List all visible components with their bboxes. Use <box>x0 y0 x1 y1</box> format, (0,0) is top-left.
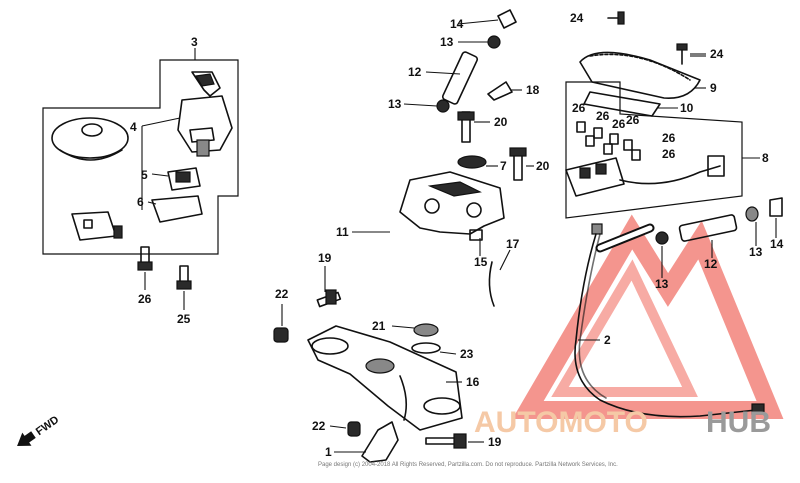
bolt-25-right <box>176 265 192 290</box>
clip-18 <box>487 81 513 101</box>
copyright-footer: Page design (c) 2004-2018 All Rights Res… <box>318 462 618 468</box>
callout-13-mid: 13 <box>388 97 402 111</box>
callout-26-b: 26 <box>596 109 610 123</box>
bolt-19-lower <box>425 433 467 449</box>
fwd-arrow: FWD <box>17 414 61 447</box>
callout-10: 10 <box>680 101 694 115</box>
watermark-word-right: HUB <box>706 406 771 439</box>
callout-21: 21 <box>372 319 386 333</box>
watermark-word-left: AUTOMOTO <box>474 406 648 439</box>
fork-top-bridge <box>307 325 463 431</box>
nut-22-upper <box>273 327 289 343</box>
callout-4: 4 <box>130 120 137 134</box>
callout-1: 1 <box>325 445 332 459</box>
callout-26-a: 26 <box>572 101 586 115</box>
bolt-20-right <box>509 147 527 181</box>
callout-24-right: 24 <box>710 47 724 61</box>
callout-12-left: 12 <box>408 65 422 79</box>
nut-22-lower <box>347 421 361 437</box>
screw-24-top <box>607 11 625 25</box>
callout-22-upper: 22 <box>275 287 289 301</box>
callout-15: 15 <box>474 255 488 269</box>
callout-7: 7 <box>500 159 507 173</box>
bolt-25-left <box>137 246 153 271</box>
callout-23: 23 <box>460 347 474 361</box>
screw-24-right <box>676 43 688 65</box>
callout-8: 8 <box>762 151 769 165</box>
bracket-1 <box>361 421 399 463</box>
callout-14-right: 14 <box>770 237 784 251</box>
callout-13-right-b: 13 <box>749 245 763 259</box>
bolt-19-upper <box>316 289 342 308</box>
callout-18: 18 <box>526 83 540 97</box>
callout-20-upper: 20 <box>494 115 508 129</box>
callout-13-right-a: 13 <box>655 277 669 291</box>
watermark-text: AUTOMOTO HUB <box>474 406 771 439</box>
left-grip <box>436 9 517 113</box>
handlebar <box>385 121 655 325</box>
washer-23 <box>411 342 441 354</box>
callout-5: 5 <box>141 168 148 182</box>
switch-housing-group <box>565 51 743 219</box>
callout-24-top: 24 <box>570 11 584 25</box>
callout-14-top: 14 <box>450 17 464 31</box>
callout-19-lower: 19 <box>488 435 502 449</box>
clamp-17 <box>488 261 495 307</box>
callout-13-top: 13 <box>440 35 454 49</box>
callout-26-c: 26 <box>612 117 626 131</box>
callout-20-right: 20 <box>536 159 550 173</box>
ignition-switch-group <box>42 48 239 255</box>
bolt-20-upper <box>457 111 475 143</box>
callout-17: 17 <box>506 237 520 251</box>
callout-16: 16 <box>466 375 480 389</box>
callout-25: 25 <box>177 312 191 326</box>
watermark-logo <box>512 214 784 419</box>
callout-6: 6 <box>137 195 144 209</box>
callout-26-d: 26 <box>662 131 676 145</box>
callout-12-right: 12 <box>704 257 718 271</box>
callout-22-lower: 22 <box>312 419 326 433</box>
callout-19-upper: 19 <box>318 251 332 265</box>
callout-9: 9 <box>710 81 717 95</box>
right-grip <box>655 197 783 245</box>
callout-26-e: 26 <box>662 147 676 161</box>
callout-26-f: 26 <box>626 113 640 127</box>
callout-11: 11 <box>336 225 349 239</box>
callout-26-left: 26 <box>138 292 152 306</box>
nut-21 <box>413 323 439 337</box>
callout-labels: 3 4 5 6 26 25 14 13 12 13 11 18 20 7 20 … <box>130 11 784 459</box>
callout-2: 2 <box>604 333 611 347</box>
callout-3: 3 <box>191 35 198 49</box>
meter-bracket <box>399 155 505 241</box>
fwd-label: FWD <box>34 414 61 438</box>
